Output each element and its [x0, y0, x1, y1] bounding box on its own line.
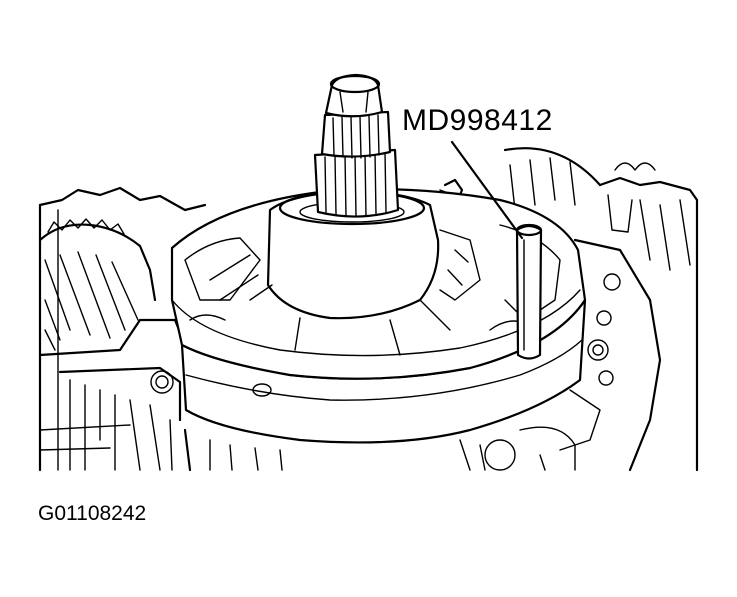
transmission-case-right: [439, 147, 699, 472]
figure-code-label: G01108242: [38, 502, 147, 525]
guide-pin-tool: [515, 223, 543, 360]
input-shaft: [313, 73, 400, 218]
callout-leader-line: [450, 140, 524, 240]
tool-callout-label: MD998412: [402, 104, 553, 137]
transmission-case-left: [38, 186, 283, 472]
oil-pump-assembly: [170, 188, 587, 444]
